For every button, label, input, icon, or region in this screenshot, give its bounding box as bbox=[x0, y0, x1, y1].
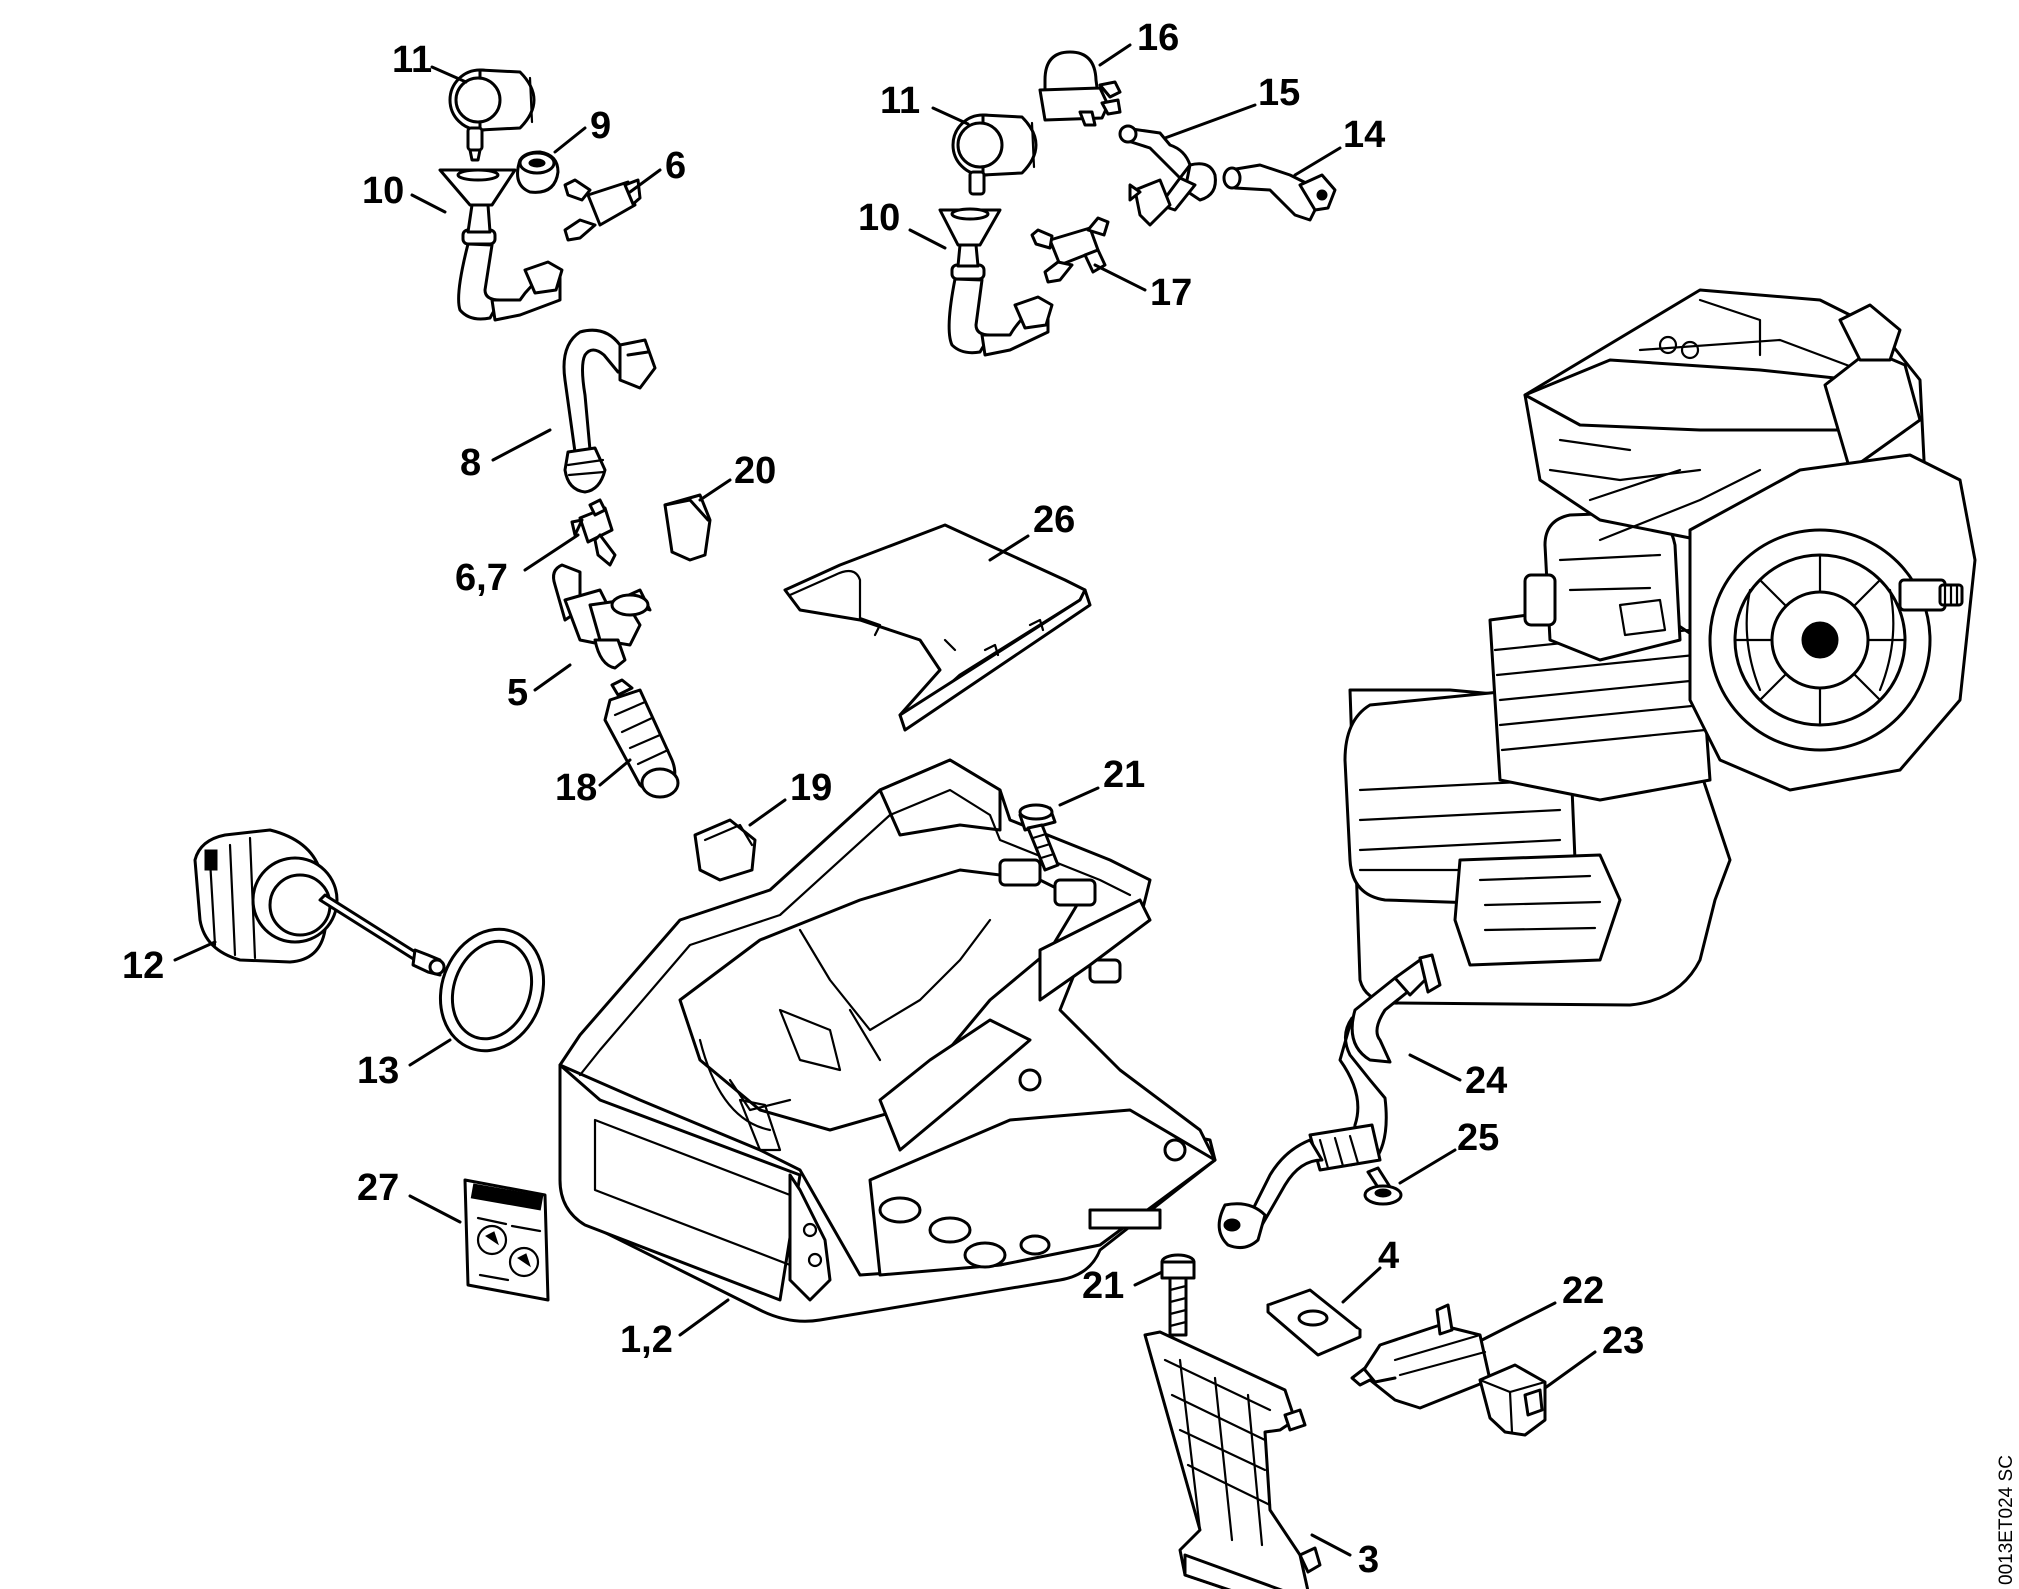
part-4-plate bbox=[1266, 1288, 1362, 1357]
engine-assembly bbox=[1343, 288, 1977, 1007]
part-17-t-fitting bbox=[1030, 216, 1110, 284]
callout-11-right: 11 bbox=[880, 80, 920, 122]
part-6-7-fitting bbox=[570, 498, 617, 567]
callout-18: 18 bbox=[555, 767, 597, 809]
part-22-bracket bbox=[1350, 1303, 1492, 1410]
callout-4: 4 bbox=[1378, 1235, 1399, 1277]
part-23-clip bbox=[1478, 1363, 1547, 1437]
part-25-screw bbox=[1363, 1166, 1403, 1206]
callout-6: 6 bbox=[665, 145, 686, 187]
part-15-fuel-line bbox=[1118, 124, 1217, 227]
part-14-fitting bbox=[1222, 163, 1337, 222]
callout-23: 23 bbox=[1602, 1320, 1644, 1362]
callout-19: 19 bbox=[790, 767, 832, 809]
callout-21-upper: 21 bbox=[1103, 754, 1145, 796]
callout-3: 3 bbox=[1358, 1539, 1379, 1581]
part-3-guard-plate bbox=[1143, 1330, 1322, 1589]
callout-16: 16 bbox=[1137, 17, 1179, 59]
part-21-upper-screw bbox=[1018, 803, 1060, 872]
part-21-lower-screw bbox=[1160, 1253, 1196, 1337]
callout-24: 24 bbox=[1465, 1060, 1507, 1102]
callout-5: 5 bbox=[507, 672, 528, 714]
part-5-pickup-assembly bbox=[552, 563, 652, 670]
callout-10-right: 10 bbox=[858, 197, 900, 239]
callout-1-2: 1,2 bbox=[620, 1319, 673, 1361]
part-13-o-ring bbox=[438, 927, 546, 1053]
part-9-grommet bbox=[516, 150, 560, 194]
callout-20: 20 bbox=[734, 450, 776, 492]
leader-lines bbox=[173, 43, 1597, 1557]
callout-27: 27 bbox=[357, 1167, 399, 1209]
part-18-fuel-filter bbox=[603, 678, 680, 799]
callout-22: 22 bbox=[1562, 1270, 1604, 1312]
callout-8: 8 bbox=[460, 442, 481, 484]
part-10-left-hose bbox=[438, 168, 564, 322]
callout-26: 26 bbox=[1033, 499, 1075, 541]
callout-6-7: 6,7 bbox=[455, 557, 508, 599]
callout-15: 15 bbox=[1258, 72, 1300, 114]
part-10-right-hose bbox=[938, 207, 1054, 357]
part-11-right-cap bbox=[951, 113, 1038, 196]
part-24-hose bbox=[1217, 953, 1442, 1250]
callout-25: 25 bbox=[1457, 1117, 1499, 1159]
document-id: 0013ET024 SC bbox=[1996, 1455, 2017, 1585]
callout-11-left: 11 bbox=[392, 39, 432, 81]
callout-17: 17 bbox=[1150, 272, 1192, 314]
callout-10-left: 10 bbox=[362, 170, 404, 212]
part-20-block bbox=[663, 493, 712, 562]
callout-21-lower: 21 bbox=[1082, 1265, 1124, 1307]
callout-12: 12 bbox=[122, 945, 164, 987]
part-19-clip bbox=[693, 818, 757, 882]
part-16-primer-bulb bbox=[1038, 50, 1122, 127]
main-housing bbox=[558, 758, 1217, 1323]
callout-13: 13 bbox=[357, 1050, 399, 1092]
part-26-cover-plate bbox=[783, 523, 1092, 732]
part-12-oil-pump bbox=[193, 828, 446, 977]
callout-9: 9 bbox=[590, 105, 611, 147]
part-11-left-cap bbox=[448, 68, 536, 162]
callout-labels: 11 9 10 6 16 11 15 14 10 17 8 20 26 6,7 … bbox=[122, 17, 1644, 1581]
part-6-fitting bbox=[563, 178, 642, 242]
part-8-fuel-hose bbox=[562, 328, 657, 494]
part-27-label bbox=[463, 1178, 550, 1302]
callout-14: 14 bbox=[1343, 114, 1385, 156]
